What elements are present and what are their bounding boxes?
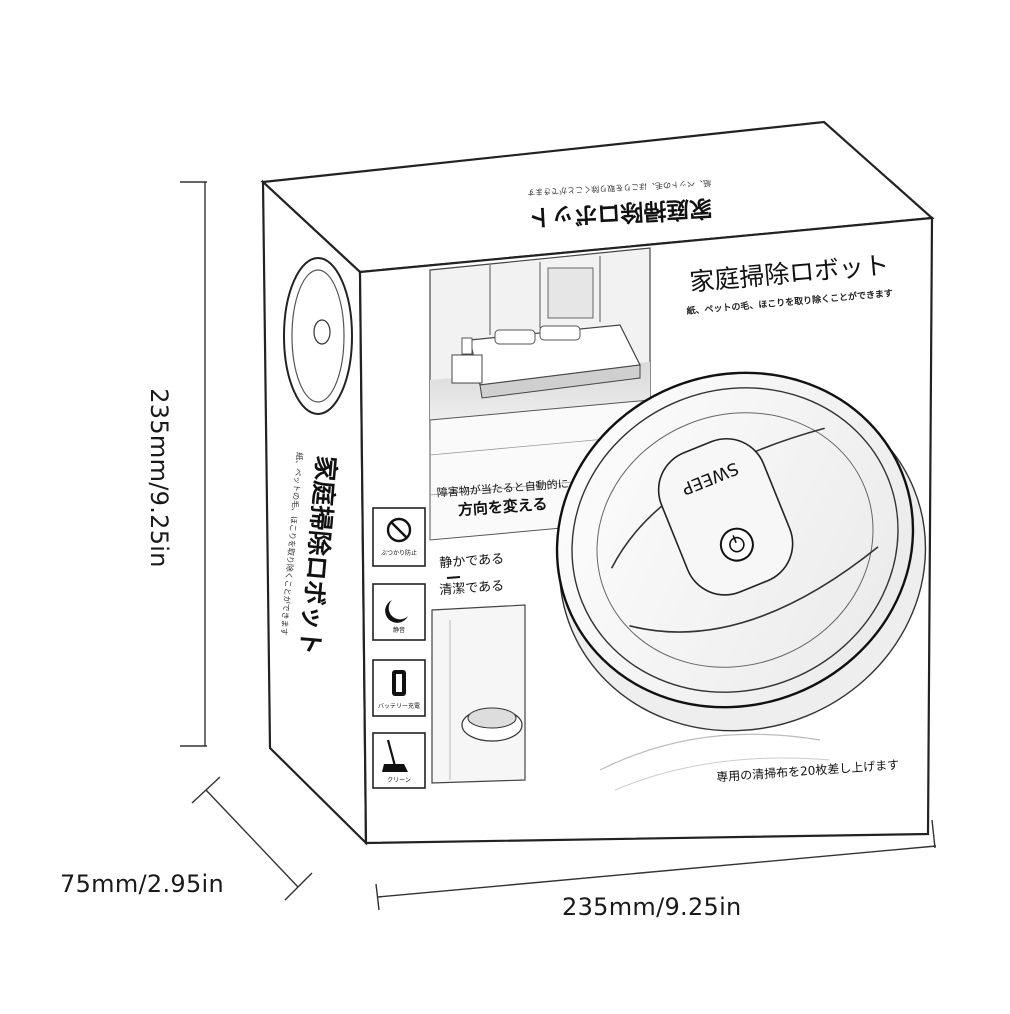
height-dimension-label: 235mm/9.25in bbox=[145, 388, 173, 568]
feature-label-3: バッテリー充電 bbox=[378, 702, 420, 710]
height-dimension-line bbox=[180, 181, 207, 747]
robot-top-panel bbox=[657, 437, 794, 596]
width-dimension-line bbox=[375, 819, 937, 911]
feature-icon-quiet: 静音 bbox=[372, 583, 426, 641]
broom-icon bbox=[386, 739, 397, 767]
feature-label-2: 静音 bbox=[393, 626, 405, 634]
clean-callout: 清潔である bbox=[439, 579, 505, 598]
feature-label-4: クリーン bbox=[387, 777, 411, 784]
side-robot-illustration bbox=[283, 257, 353, 415]
front-face-artwork bbox=[429, 247, 651, 784]
quiet-moon-icon bbox=[385, 600, 408, 623]
feature-icon-battery: バッテリー充電 bbox=[372, 659, 426, 717]
feature-icon-column: ぶつかり防止 静音 バッテリー充電 クリーン bbox=[372, 507, 426, 789]
width-dimension-label: 235mm/9.25in bbox=[562, 893, 742, 921]
power-icon bbox=[719, 527, 754, 562]
feature-icon-no-collision: ぶつかり防止 bbox=[372, 507, 426, 567]
feature-label-1: ぶつかり防止 bbox=[381, 549, 417, 557]
feature-icon-clean: クリーン bbox=[372, 732, 426, 789]
lower-photo bbox=[431, 604, 526, 784]
robot-vacuum: SWEEP bbox=[555, 371, 927, 732]
quiet-callout: 静かである bbox=[439, 552, 505, 571]
no-collision-icon bbox=[386, 517, 412, 543]
depth-dimension-label: 75mm/2.95in bbox=[60, 870, 224, 898]
depth-dimension-line bbox=[191, 776, 313, 901]
